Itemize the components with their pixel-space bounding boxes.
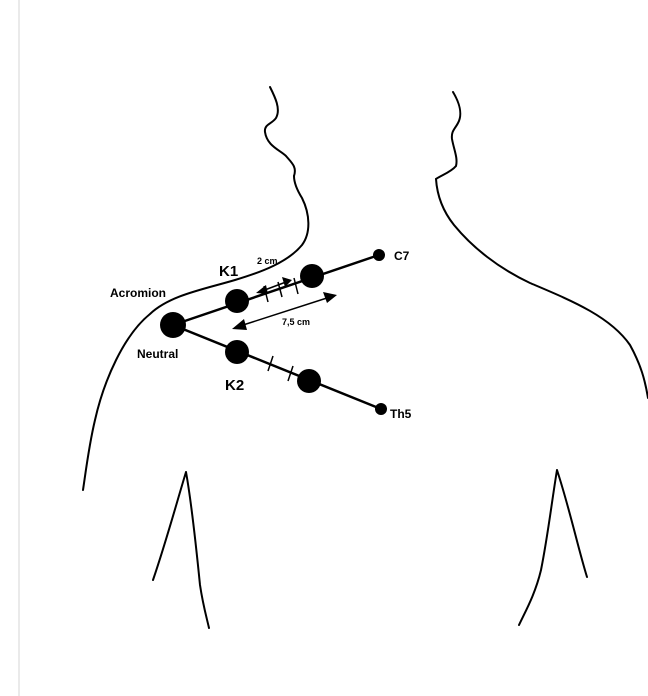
- k1-electrode-inner: [225, 289, 249, 313]
- electrodes: [160, 249, 387, 415]
- arrow-75cm-head-right: [323, 292, 337, 303]
- labels: Acromion Neutral K1 K2 C7 Th5 2 cm 7,5 c…: [110, 249, 412, 421]
- right-torso-outline: [519, 470, 587, 625]
- distance-2cm-label: 2 cm: [257, 256, 278, 266]
- neutral-label: Neutral: [137, 347, 178, 361]
- electrode-lines: [173, 255, 381, 409]
- upper-tick-marks: [264, 278, 298, 302]
- k2-label: K2: [225, 377, 244, 394]
- upper-tick-3: [294, 278, 298, 294]
- distance-75cm-label: 7,5 cm: [282, 317, 310, 327]
- k1-label: K1: [219, 263, 238, 280]
- neutral-electrode: [160, 312, 186, 338]
- c7-landmark-dot: [373, 249, 385, 261]
- left-ear-outline: [265, 87, 295, 176]
- arrow-75cm-head-left: [232, 319, 247, 330]
- k1-electrode-outer: [300, 264, 324, 288]
- k2-electrode-outer: [297, 369, 321, 393]
- th5-landmark-dot: [375, 403, 387, 415]
- right-ear-outline: [436, 92, 460, 179]
- right-neck-shoulder-outline: [436, 179, 648, 398]
- lower-line-neutral-to-th5: [173, 325, 381, 409]
- c7-label: C7: [394, 249, 410, 263]
- k2-electrode-inner: [225, 340, 249, 364]
- acromion-label: Acromion: [110, 286, 166, 300]
- left-torso-outline: [153, 472, 209, 628]
- arrow-2cm-head-left: [256, 285, 268, 294]
- th5-label: Th5: [390, 407, 412, 421]
